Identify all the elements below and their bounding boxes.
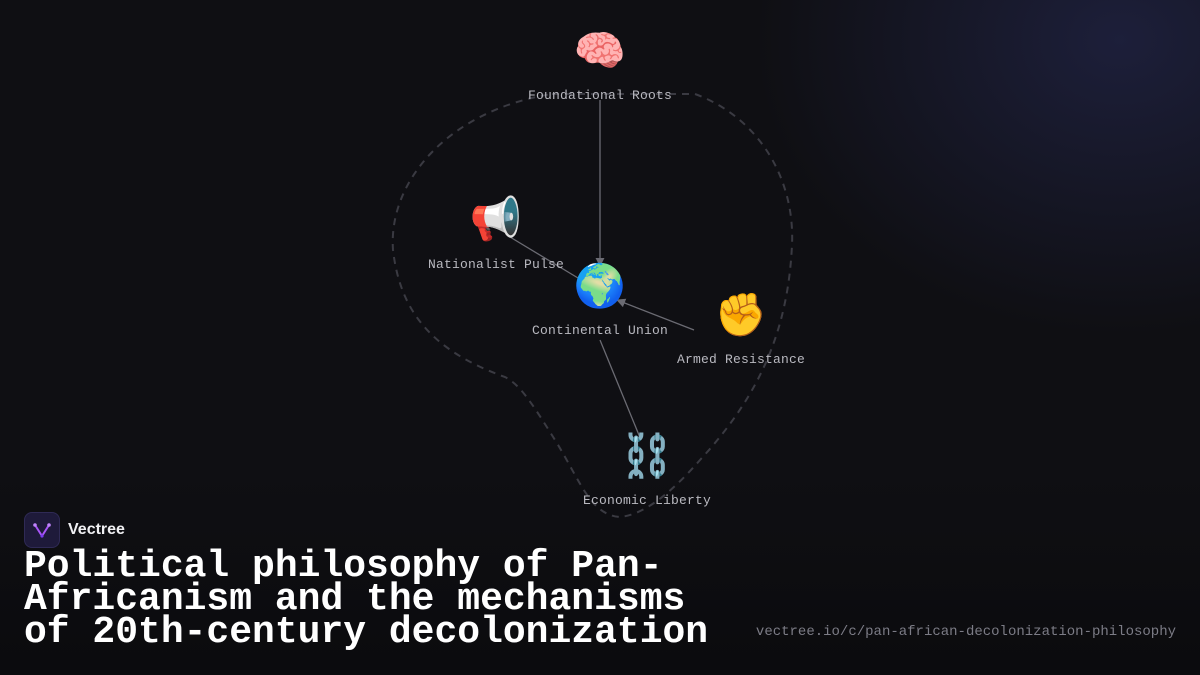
- brand[interactable]: Vectree: [24, 512, 125, 548]
- source-url[interactable]: vectree.io/c/pan-african-decolonization-…: [755, 624, 1176, 640]
- page-title: Political philosophy of Pan-Africanism a…: [24, 545, 709, 654]
- megaphone-icon[interactable]: 📢: [469, 194, 523, 243]
- cluster-outline: [391, 93, 794, 519]
- node-label-continental-union: Continental Union: [531, 323, 669, 338]
- node-label-foundational-roots: Foundational Roots: [527, 88, 673, 103]
- raised-fist-icon[interactable]: ✊: [714, 290, 768, 339]
- node-label-nationalist-pulse: Nationalist Pulse: [427, 257, 565, 272]
- vectree-logo-icon: [24, 512, 60, 548]
- brain-icon[interactable]: 🧠: [573, 26, 627, 75]
- edge-pulse-union: [509, 236, 579, 279]
- chains-icon[interactable]: ⛓️: [620, 431, 674, 480]
- globe-africa-icon[interactable]: 🌍: [573, 261, 627, 310]
- edge-union-liberty: [599, 339, 642, 441]
- node-label-armed-resistance: Armed Resistance: [676, 352, 806, 367]
- edge-armed-union: [616, 298, 695, 331]
- node-label-economic-liberty: Economic Liberty: [582, 493, 712, 508]
- brand-name: Vectree: [68, 521, 125, 538]
